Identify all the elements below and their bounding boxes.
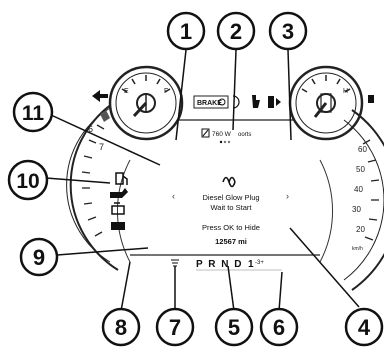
center-display (117, 119, 333, 263)
left-turn-signal-icon (92, 90, 108, 102)
traction-control-icon (111, 222, 125, 230)
odometer-readout: 12567 mi (215, 237, 247, 246)
svg-text:8: 8 (115, 315, 127, 340)
nav-left-arrow[interactable]: ‹ (172, 191, 175, 201)
speedo-number-30: 30 (352, 205, 361, 214)
gear-letters: P R N D (196, 259, 243, 270)
press-ok-prompt: Press OK to Hide (202, 223, 260, 232)
callout-2: 2 (216, 11, 256, 51)
tach-number-6: 6 (88, 124, 93, 134)
oil-pressure-icon (110, 188, 128, 198)
callout-11: 11 (12, 91, 54, 133)
speedo-number-40: 40 (354, 185, 363, 194)
brake-indicator-label: BRAKE (197, 100, 222, 107)
svg-text:11: 11 (22, 102, 45, 125)
message-line-2: Wait to Start (211, 203, 253, 212)
callout-8: 8 (101, 307, 141, 347)
svg-text:2: 2 (230, 19, 242, 44)
svg-text:5: 5 (228, 315, 240, 340)
gear-bar-background (148, 256, 316, 270)
speedo-number-60: 60 (358, 145, 367, 154)
svg-text:7: 7 (169, 315, 181, 340)
message-area: ‹ › Diesel Glow Plug Wait to Start Press… (172, 176, 289, 246)
svg-text:9: 9 (33, 245, 45, 270)
warning-icon-column (110, 172, 128, 230)
callout-4: 4 (344, 307, 384, 347)
nav-right-arrow[interactable]: › (286, 191, 289, 201)
temp-scale-top: H (343, 88, 348, 95)
speedo-unit: km/h (352, 246, 363, 252)
check-engine-icon (111, 202, 125, 215)
gear-selector-bar: P R N D 1 -3+ (148, 256, 316, 271)
info-bar-suffix: oorts (238, 132, 251, 138)
fuel-scale-bottom: E (124, 88, 129, 95)
svg-text:6: 6 (273, 315, 285, 340)
fuel-gauge: F E (108, 65, 184, 141)
seatbelt-icon (252, 95, 260, 108)
svg-text:4: 4 (358, 315, 371, 340)
callout-9: 9 (19, 237, 59, 277)
svg-text:10: 10 (16, 170, 39, 193)
callout-1: 1 (166, 11, 206, 51)
info-bar-power: 760 W (212, 131, 232, 138)
airbag-icon (268, 96, 281, 108)
speedo-number-50: 50 (356, 165, 365, 174)
info-bar: 760 W oorts (201, 128, 251, 144)
speedo-number-20: 20 (356, 225, 365, 234)
current-gear: 1 (248, 259, 254, 270)
indicator-strip: BRAKE (193, 95, 281, 109)
speedometer: 60 50 40 30 20 km/h (343, 109, 384, 291)
tach-number-7: 7 (99, 142, 104, 152)
fuel-scale-top: F (164, 88, 168, 95)
glow-plug-icon (222, 176, 236, 188)
brake-indicator (193, 95, 229, 109)
svg-text:3: 3 (282, 19, 294, 44)
temperature-gauge: H (288, 65, 364, 141)
fuel-pump-icon (115, 172, 128, 185)
callout-3: 3 (268, 11, 308, 51)
callout-10: 10 (7, 159, 49, 201)
gear-range-suffix: -3+ (255, 260, 264, 266)
right-turn-signal-icon (368, 95, 374, 103)
callout-7: 7 (155, 307, 195, 347)
callouts: 1 2 3 4 5 6 7 8 (7, 11, 384, 347)
callout-6: 6 (259, 307, 299, 347)
leader-lines (45, 49, 360, 312)
callout-5: 5 (214, 307, 254, 347)
svg-text:1: 1 (180, 19, 192, 44)
message-line-1: Diesel Glow Plug (202, 193, 259, 202)
